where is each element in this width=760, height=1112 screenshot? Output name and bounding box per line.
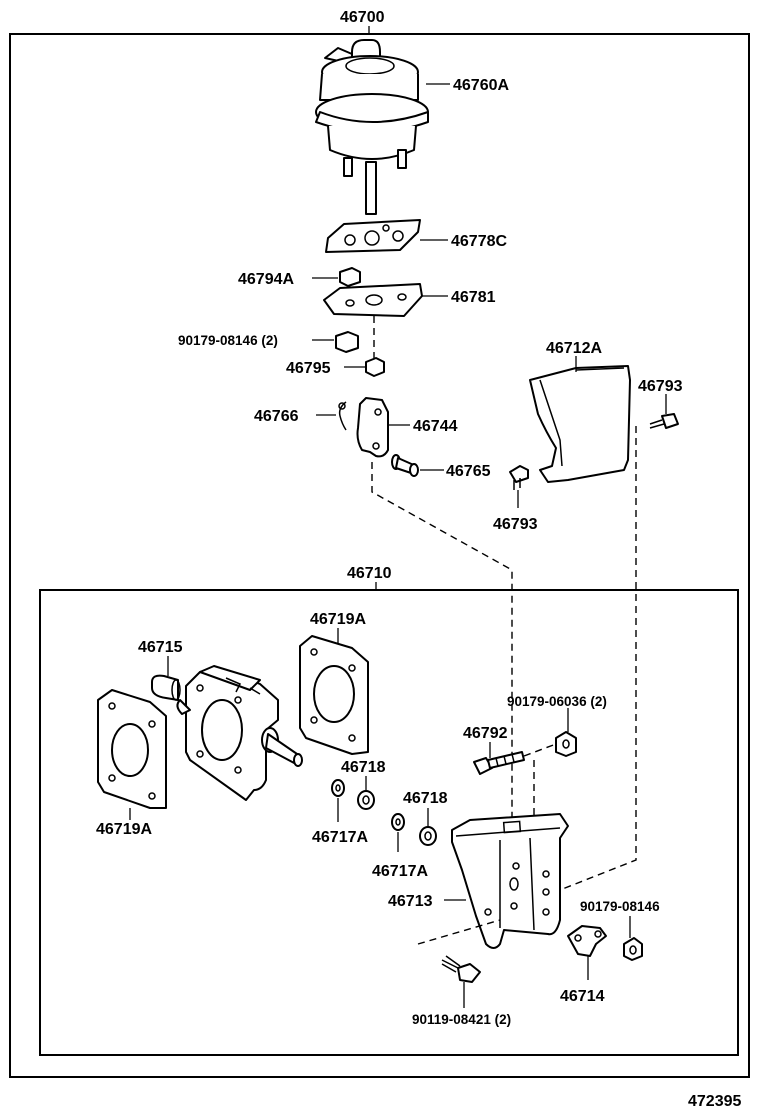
outer-frame bbox=[9, 33, 750, 1078]
label-46778C: 46778C bbox=[451, 233, 507, 250]
label-46719A-right: 46719A bbox=[310, 611, 366, 628]
actuator-46760A[interactable] bbox=[315, 39, 429, 215]
label-46792: 46792 bbox=[463, 725, 508, 742]
label-90179-08146-pair: 90179-08146 (2) bbox=[178, 333, 278, 348]
nut-46794A[interactable] bbox=[339, 267, 361, 287]
label-46713: 46713 bbox=[388, 893, 433, 910]
bushing-46715[interactable] bbox=[151, 674, 181, 701]
label-46766: 46766 bbox=[254, 408, 299, 425]
nut-46795[interactable] bbox=[365, 357, 385, 377]
washer-46717A-b[interactable] bbox=[391, 813, 405, 831]
plate-46781[interactable] bbox=[323, 283, 423, 317]
label-90179-08146: 90179-08146 bbox=[580, 899, 660, 914]
housing-46710[interactable] bbox=[176, 665, 303, 801]
sub-assembly-frame bbox=[39, 589, 739, 1056]
bracket-46713[interactable] bbox=[451, 813, 569, 949]
joint-46744[interactable] bbox=[356, 397, 389, 458]
pin-46765[interactable] bbox=[391, 454, 419, 477]
label-46794A: 46794A bbox=[238, 271, 294, 288]
gasket-46778C[interactable] bbox=[325, 219, 421, 253]
label-46714: 46714 bbox=[560, 988, 605, 1005]
gasket-46719A-left[interactable] bbox=[97, 689, 167, 809]
label-46719A-left: 46719A bbox=[96, 821, 152, 838]
label-46712A: 46712A bbox=[546, 340, 602, 357]
assembly-number-46710: 46710 bbox=[347, 565, 392, 582]
label-46795: 46795 bbox=[286, 360, 331, 377]
label-46718-a: 46718 bbox=[341, 759, 386, 776]
lever-46714[interactable] bbox=[567, 925, 607, 957]
washer-46717A-a[interactable] bbox=[331, 779, 345, 797]
clip-46766[interactable] bbox=[338, 401, 347, 431]
label-46744: 46744 bbox=[413, 418, 458, 435]
bolt-46793-lower[interactable] bbox=[509, 465, 529, 490]
label-46781: 46781 bbox=[451, 289, 496, 306]
gasket-46719A-right[interactable] bbox=[299, 635, 369, 755]
nut-90179-06036-pair[interactable] bbox=[555, 731, 577, 757]
label-46717A-a: 46717A bbox=[312, 829, 368, 846]
washer-46718-b[interactable] bbox=[419, 826, 437, 846]
label-46793-upper: 46793 bbox=[638, 378, 683, 395]
bolt-46792[interactable] bbox=[473, 751, 525, 775]
bolt-46793-upper[interactable] bbox=[649, 413, 679, 429]
bolt-90119-08421-pair[interactable] bbox=[441, 955, 481, 983]
label-46717A-b: 46717A bbox=[372, 863, 428, 880]
nut-90179-08146[interactable] bbox=[623, 937, 643, 961]
centerline-bracket-bolt bbox=[417, 919, 501, 945]
label-46760A: 46760A bbox=[453, 77, 509, 94]
centerline-joint bbox=[371, 462, 513, 830]
label-46765: 46765 bbox=[446, 463, 491, 480]
label-90179-06036-pair: 90179-06036 (2) bbox=[507, 694, 607, 709]
label-46793-lower: 46793 bbox=[493, 516, 538, 533]
bracket-46712A[interactable] bbox=[529, 365, 631, 483]
washer-46718-a[interactable] bbox=[357, 790, 375, 810]
nut-90179-08146-pair[interactable] bbox=[335, 331, 359, 353]
label-46718-b: 46718 bbox=[403, 790, 448, 807]
label-90119-08421-pair: 90119-08421 (2) bbox=[412, 1012, 511, 1027]
diagram-id: 472395 bbox=[688, 1093, 741, 1110]
centerline-bracket bbox=[559, 426, 637, 891]
label-46715: 46715 bbox=[138, 639, 183, 656]
assembly-number-46700: 46700 bbox=[340, 9, 385, 26]
